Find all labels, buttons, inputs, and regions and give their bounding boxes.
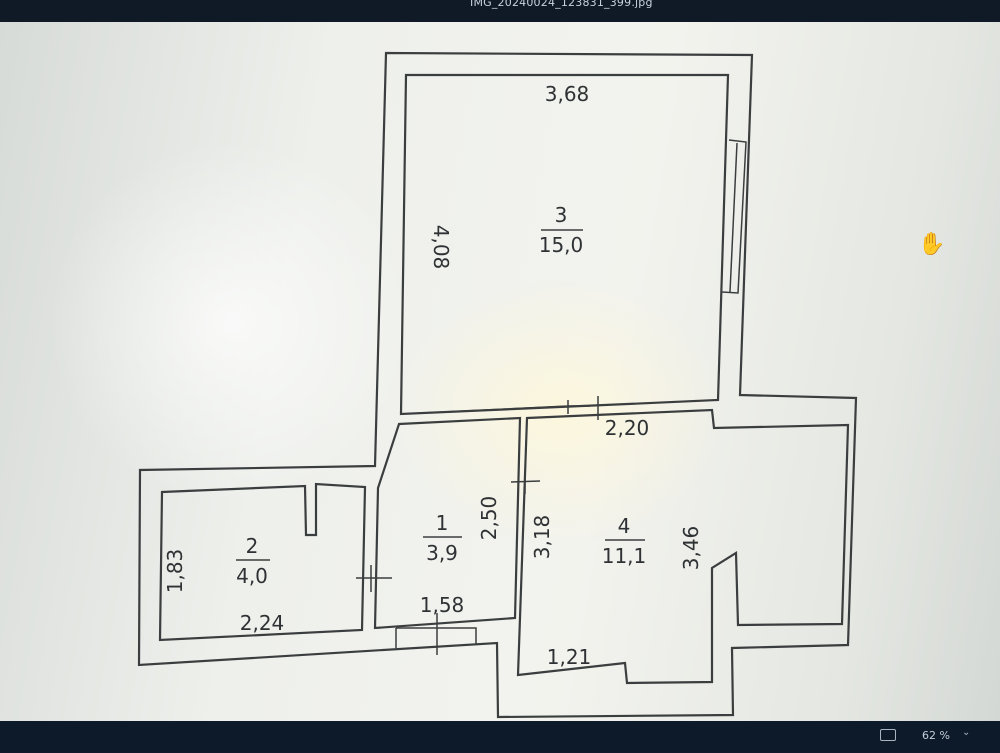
image-viewer[interactable] <box>0 22 1000 727</box>
room-4-outline <box>516 408 850 685</box>
dim-mid: 2,20 <box>605 416 650 440</box>
room-4-area: 11,1 <box>602 544 647 568</box>
window-mark <box>721 139 747 294</box>
room-2-outline <box>158 482 367 642</box>
dim-room4-left: 3,18 <box>530 515 554 560</box>
door-mark-4 <box>395 613 477 655</box>
room-2-area: 4,0 <box>236 564 268 588</box>
dim-room1-width: 1,58 <box>420 593 465 617</box>
zoom-level[interactable]: 62 % <box>922 729 950 742</box>
dim-room2-height: 1,83 <box>163 549 187 594</box>
room-3-area: 15,0 <box>539 233 584 257</box>
window-title: IMG_20240024_123831_399.jpg <box>470 0 653 9</box>
fit-to-window-icon[interactable] <box>880 729 896 741</box>
partition-wall <box>400 400 590 415</box>
room-1-number: 1 <box>436 511 449 535</box>
hand-cursor-icon: ✋ <box>918 232 946 257</box>
room-4-number: 4 <box>618 514 631 538</box>
dim-room4-right: 3,46 <box>679 526 703 571</box>
dim-room2-width: 2,24 <box>240 611 285 635</box>
outer-wall <box>137 51 858 719</box>
room-1-area: 3,9 <box>426 541 458 565</box>
dim-room1-height: 2,50 <box>477 496 501 541</box>
window-titlebar: IMG_20240024_123831_399.jpg <box>0 0 1000 26</box>
dim-room3-left: 4,08 <box>429 225 453 270</box>
room-2-number: 2 <box>246 534 259 558</box>
viewer-statusbar: 62 % ⌄ <box>0 721 1000 753</box>
dim-top: 3,68 <box>545 82 590 106</box>
chevron-down-icon[interactable]: ⌄ <box>962 727 971 738</box>
door-mark-1 <box>356 565 392 592</box>
room-3-outline <box>399 73 730 416</box>
room-1-outline <box>373 416 522 630</box>
room-3-number: 3 <box>555 203 568 227</box>
door-mark-3 <box>510 470 541 494</box>
dim-bottom: 1,21 <box>547 645 592 669</box>
